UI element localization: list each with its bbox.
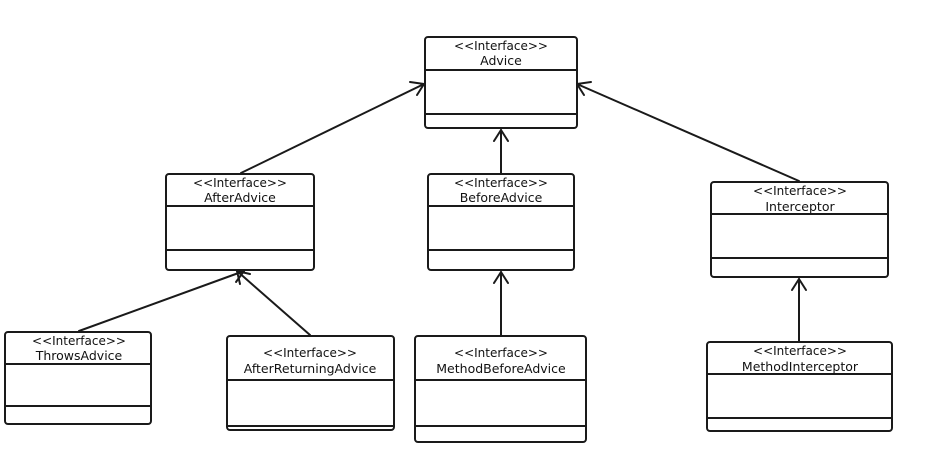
arrow-afterreturningadvice-to-afteradvice	[236, 270, 311, 336]
class-box-afteradvice	[165, 173, 315, 271]
methodbeforeadvice-name: MethodBeforeAdvice	[436, 361, 566, 376]
afteradvice-name: AfterAdvice	[204, 190, 276, 205]
methodinterceptor-name: MethodInterceptor	[742, 359, 859, 374]
arrow-interceptor-to-advice	[576, 81, 800, 182]
class-box-interceptor	[710, 181, 889, 278]
methodinterceptor-stereotype: <<Interface>>	[753, 344, 847, 358]
throwsadvice-name: ThrowsAdvice	[35, 348, 123, 363]
class-box-afterreturningadvice	[226, 335, 395, 431]
class-box-methodinterceptor	[706, 341, 893, 432]
arrow-throwsadvice-to-afteradvice	[78, 268, 245, 332]
afterreturningadvice-stereotype: <<Interface>>	[263, 346, 357, 360]
interceptor-stereotype: <<Interface>>	[753, 184, 847, 198]
afteradvice-stereotype: <<Interface>>	[193, 176, 287, 190]
arrow-beforeadvice-to-advice	[493, 129, 509, 174]
advice-stereotype: <<Interface>>	[454, 39, 548, 53]
beforeadvice-stereotype: <<Interface>>	[454, 176, 548, 190]
advice-name: Advice	[480, 53, 522, 68]
class-box-methodbeforeadvice	[414, 335, 587, 443]
throwsadvice-stereotype: <<Interface>>	[32, 334, 126, 348]
interceptor-name: Interceptor	[765, 199, 835, 214]
beforeadvice-name: BeforeAdvice	[460, 190, 543, 205]
class-box-throwsadvice	[4, 331, 152, 425]
class-box-beforeadvice	[427, 173, 575, 271]
arrow-methodbeforeadvice-to-beforeadvice	[493, 271, 509, 336]
methodbeforeadvice-stereotype: <<Interface>>	[454, 346, 548, 360]
arrow-methodinterceptor-to-interceptor	[791, 278, 807, 342]
class-box-advice	[424, 36, 578, 129]
afterreturningadvice-name: AfterReturningAdvice	[244, 361, 377, 376]
arrow-afteradvice-to-advice	[240, 81, 425, 174]
